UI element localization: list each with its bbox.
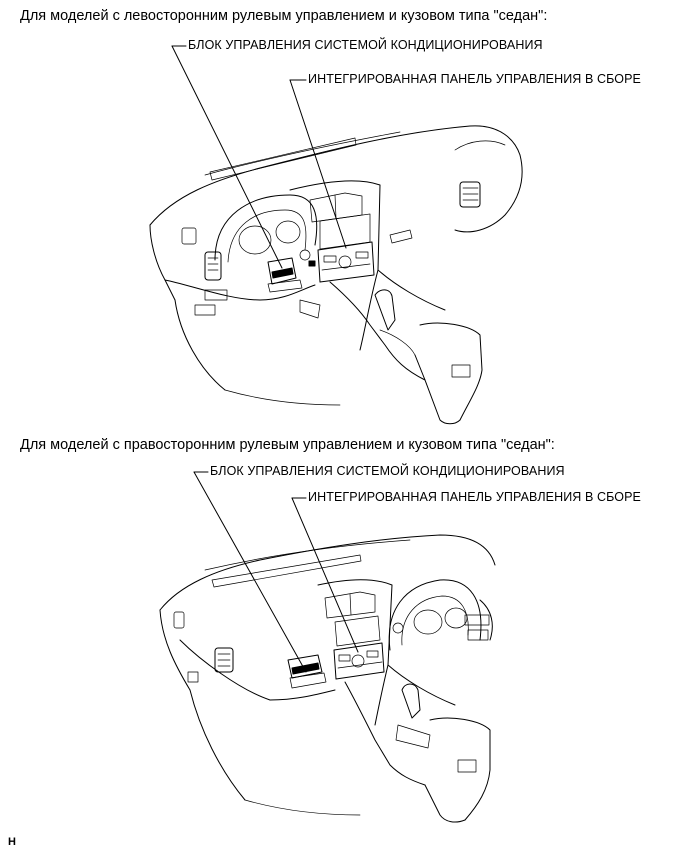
lhd-glovebox-handle [389,229,413,244]
rhd-ignition [392,622,404,634]
lhd-right-corner [454,140,506,151]
lhd-leader-ac-unit [171,45,283,269]
rhd-dashboard-drawing [159,471,496,823]
lhd-console-left [329,281,426,381]
rhd-left-edge [159,609,191,691]
rhd-dash-top [159,534,496,611]
lhd-shifter [374,289,396,331]
lhd-console-right [377,269,446,311]
rhd-leader-panel [291,497,359,653]
lhd-left-vent-small [181,227,197,245]
rhd-glovebox-line [179,639,271,701]
rhd-windshield-edge [204,539,411,571]
lhd-center-stack [289,180,381,351]
figure-code: H [8,836,16,848]
rhd-callout-integrated-panel: ИНТЕГРИРОВАННАЯ ПАНЕЛЬ УПРАВЛЕНИЯ В СБОР… [308,490,641,504]
lhd-switch-panel [204,289,228,301]
rhd-armrest [429,717,491,821]
rhd-callout-ac-control-unit: БЛОК УПРАВЛЕНИЯ СИСТЕМОЙ КОНДИЦИОНИРОВАН… [210,464,565,478]
lhd-defroster-vent [209,137,357,181]
rhd-gauge-right [444,607,468,629]
lhd-dash-top [149,125,521,226]
rhd-shifter [401,683,421,719]
lhd-callout-ac-control-unit: БЛОК УПРАВЛЕНИЯ СИСТЕМОЙ КОНДИЦИОНИРОВАН… [188,38,543,52]
rhd-caption: Для моделей с правосторонним рулевым упр… [20,437,555,453]
lhd-leader-panel [289,79,347,249]
lhd-panel-knob [338,255,352,269]
rhd-cluster-hood [388,579,482,651]
rhd-gauge-left [413,609,443,635]
rhd-door-line [189,689,246,801]
lhd-left-edge [149,224,176,301]
lhd-gauge-left [238,225,272,255]
lhd-caption: Для моделей с левосторонним рулевым упра… [20,8,548,24]
lhd-cluster-hood [214,194,318,261]
rhd-center-stack [317,579,393,726]
rhd-console-right [387,664,456,706]
lhd-right-vent [459,181,481,208]
lhd-callout-integrated-panel: ИНТЕГРИРОВАННАЯ ПАНЕЛЬ УПРАВЛЕНИЯ В СБОР… [308,72,641,86]
lhd-door-line [174,299,226,391]
lhd-left-vent [204,251,222,281]
lhd-dash-right [454,154,523,233]
lhd-ac-control-unit [267,257,297,285]
rhd-integrated-panel [333,642,385,680]
rhd-console-left [344,681,426,786]
lhd-dashboard-drawing [149,45,523,425]
lhd-gauge-right [275,220,301,244]
rhd-defroster-vent [211,554,362,588]
lhd-windshield-edge [204,131,401,176]
lhd-integrated-panel [317,241,375,283]
lhd-ignition [299,249,311,261]
rhd-display [334,615,381,647]
lhd-lower-dash [164,279,316,301]
rhd-cluster-inner [401,595,469,646]
rhd-left-vent [214,647,234,673]
rhd-leader-ac-unit [193,471,307,673]
rhd-panel-knob [351,654,365,668]
rhd-ac-control-unit [287,654,323,679]
rhd-center-vents [324,591,376,619]
rhd-right-switches [464,614,490,626]
lhd-center-vents [309,192,363,223]
lhd-armrest [419,322,483,421]
lhd-cluster-inner [227,209,307,263]
